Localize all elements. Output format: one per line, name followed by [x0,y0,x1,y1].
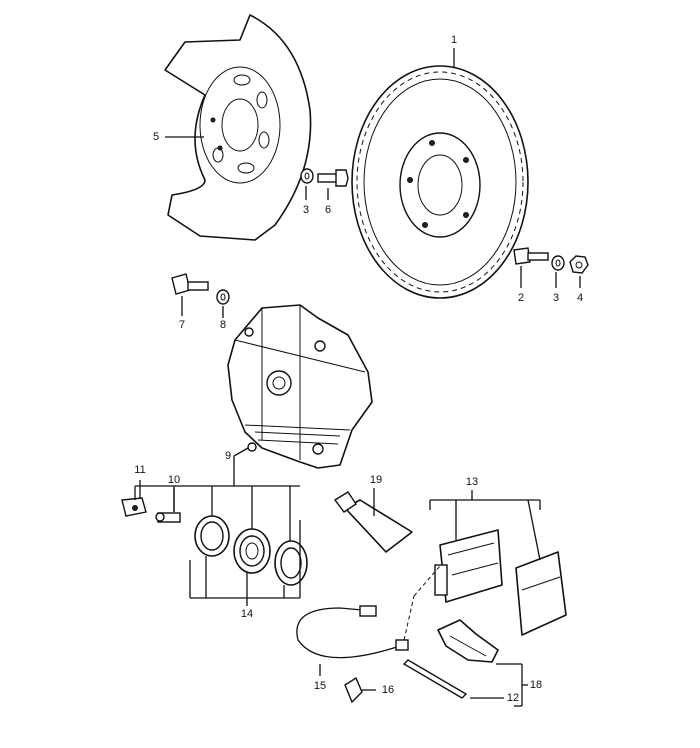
leader-lines [134,48,581,707]
piston [233,528,271,574]
grease-tube-19 [333,491,413,553]
brake-disc [351,65,529,299]
washer-3-upper [300,168,314,184]
nut-4 [569,255,589,274]
callout-3-upper: 3 [303,204,309,216]
clip-16 [344,676,363,704]
callout-16: 16 [382,684,394,696]
callout-11: 11 [134,464,145,476]
washer-8 [216,289,230,305]
callout-18: 18 [530,679,542,691]
retaining-pin-12 [402,659,468,699]
callout-13: 13 [466,476,478,488]
callout-1: 1 [451,34,457,46]
callout-7: 7 [179,319,185,331]
washer-3-right [551,255,565,271]
callout-8: 8 [220,319,226,331]
callout-14: 14 [241,608,253,620]
callout-15: 15 [314,680,326,692]
callout-12: 12 [507,692,519,704]
seal-ring-small [274,540,308,586]
callout-2: 2 [518,292,524,304]
callout-labels: 1 5 3 6 2 3 4 7 8 9 11 10 14 19 13 15 16… [134,34,583,704]
callout-10: 10 [168,474,180,486]
callout-5: 5 [153,131,159,143]
callout-19: 19 [370,474,382,486]
bolt-6 [317,169,349,187]
brake-wear-sensor-15 [296,605,409,659]
spreader-spring-18 [437,619,499,663]
bolt-2 [513,247,549,265]
seal-ring-large [194,515,230,557]
callout-4: 4 [577,292,583,304]
callout-3-right: 3 [553,292,559,304]
callout-6: 6 [325,204,331,216]
bleeder-valve-11 [121,497,147,517]
brake-pad-set [434,529,567,636]
splash-shield [164,14,312,241]
callout-9: 9 [225,450,231,462]
screw-10 [155,512,181,523]
brake-caliper [227,304,373,469]
bolt-7 [171,273,209,295]
